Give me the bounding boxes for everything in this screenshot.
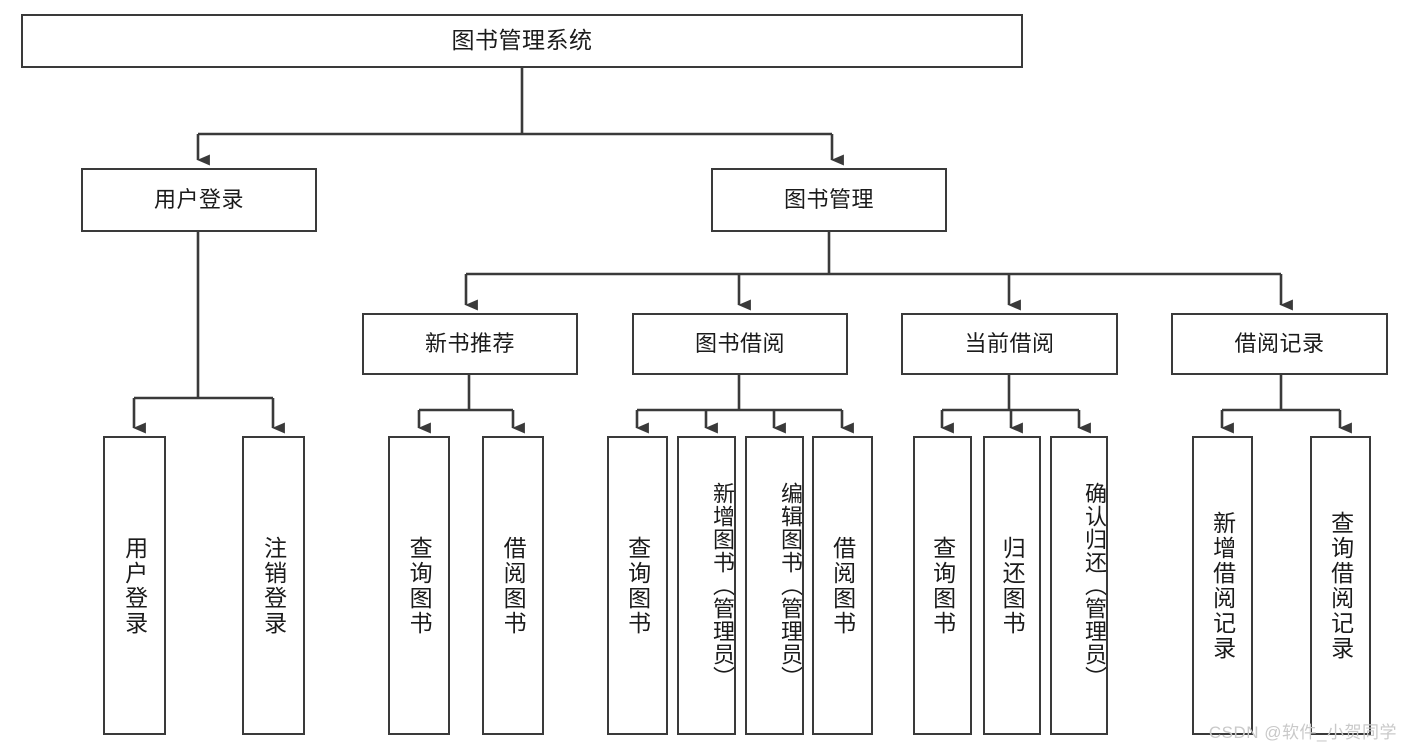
node-book-borrow[interactable]: 图书借阅 — [632, 313, 848, 375]
leaf-query-borrow-record-label: 查询借阅记录 — [1327, 510, 1354, 661]
node-user-login[interactable]: 用户登录 — [81, 168, 317, 232]
leaf-query-books-current[interactable]: 查询图书 — [913, 436, 972, 735]
leaf-query-borrow-record[interactable]: 查询借阅记录 — [1310, 436, 1371, 735]
node-user-login-label: 用户登录 — [153, 187, 244, 213]
node-current-borrow[interactable]: 当前借阅 — [901, 313, 1118, 375]
leaf-confirm-return-admin[interactable]: 确认归还（管理员） — [1050, 436, 1108, 735]
leaf-add-book-admin-label: 新增图书（管理员） — [710, 482, 735, 689]
node-current-borrow-label: 当前借阅 — [964, 331, 1055, 357]
leaf-edit-book-admin-label: 编辑图书（管理员） — [778, 482, 803, 689]
leaf-edit-book-admin[interactable]: 编辑图书（管理员） — [745, 436, 804, 735]
leaf-add-borrow-record[interactable]: 新增借阅记录 — [1192, 436, 1253, 735]
node-book-management[interactable]: 图书管理 — [711, 168, 947, 232]
leaf-borrow-books-new-label: 借阅图书 — [500, 535, 527, 636]
leaf-query-books-borrow-label: 查询图书 — [624, 535, 651, 636]
leaf-query-books-current-label: 查询图书 — [929, 535, 956, 636]
node-root[interactable]: 图书管理系统 — [21, 14, 1023, 68]
leaf-query-books-new-label: 查询图书 — [406, 535, 433, 636]
leaf-return-books[interactable]: 归还图书 — [983, 436, 1041, 735]
node-root-label: 图书管理系统 — [451, 27, 593, 54]
leaf-confirm-return-admin-label: 确认归还（管理员） — [1082, 482, 1107, 689]
node-book-borrow-label: 图书借阅 — [694, 331, 785, 357]
leaf-add-book-admin[interactable]: 新增图书（管理员） — [677, 436, 736, 735]
node-borrow-records-label: 借阅记录 — [1234, 331, 1325, 357]
leaf-logout-label: 注销登录 — [260, 535, 287, 636]
node-new-book-recommend-label: 新书推荐 — [424, 331, 515, 357]
node-borrow-records[interactable]: 借阅记录 — [1171, 313, 1388, 375]
leaf-user-login[interactable]: 用户登录 — [103, 436, 166, 735]
csdn-watermark: CSDN @软件_小贺同学 — [1208, 723, 1397, 742]
leaf-borrow-books[interactable]: 借阅图书 — [812, 436, 873, 735]
node-book-management-label: 图书管理 — [783, 187, 874, 213]
leaf-query-books-borrow[interactable]: 查询图书 — [607, 436, 668, 735]
leaf-user-login-label: 用户登录 — [121, 535, 148, 636]
node-new-book-recommend[interactable]: 新书推荐 — [362, 313, 578, 375]
leaf-borrow-books-new[interactable]: 借阅图书 — [482, 436, 544, 735]
leaf-query-books-new[interactable]: 查询图书 — [388, 436, 450, 735]
leaf-add-borrow-record-label: 新增借阅记录 — [1209, 510, 1236, 661]
leaf-return-books-label: 归还图书 — [999, 535, 1026, 636]
leaf-borrow-books-label: 借阅图书 — [829, 535, 856, 636]
leaf-logout[interactable]: 注销登录 — [242, 436, 305, 735]
